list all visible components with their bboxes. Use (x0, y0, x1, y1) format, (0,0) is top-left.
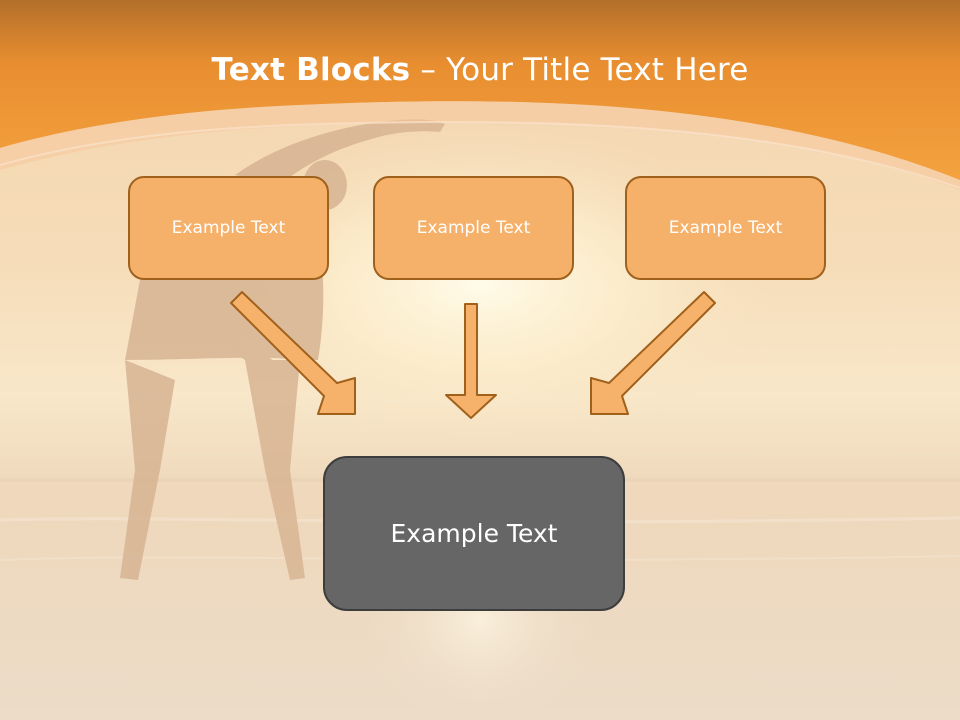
arrow-left-diagonal (230, 291, 356, 415)
text-block-1[interactable]: Example Text (128, 176, 329, 280)
text-block-3[interactable]: Example Text (625, 176, 826, 280)
text-block-3-label: Example Text (668, 218, 783, 238)
arrow-center-down (445, 303, 497, 419)
title-bold-part: Text Blocks (211, 52, 411, 88)
target-text-block[interactable]: Example Text (323, 456, 625, 611)
text-block-2-label: Example Text (416, 218, 531, 238)
arrow-right-diagonal (590, 291, 716, 415)
text-block-2[interactable]: Example Text (373, 176, 574, 280)
target-text-block-label: Example Text (390, 519, 558, 548)
title-regular-part: – Your Title Text Here (410, 52, 749, 88)
slide-title: Text Blocks – Your Title Text Here (0, 52, 960, 88)
text-block-1-label: Example Text (171, 218, 286, 238)
